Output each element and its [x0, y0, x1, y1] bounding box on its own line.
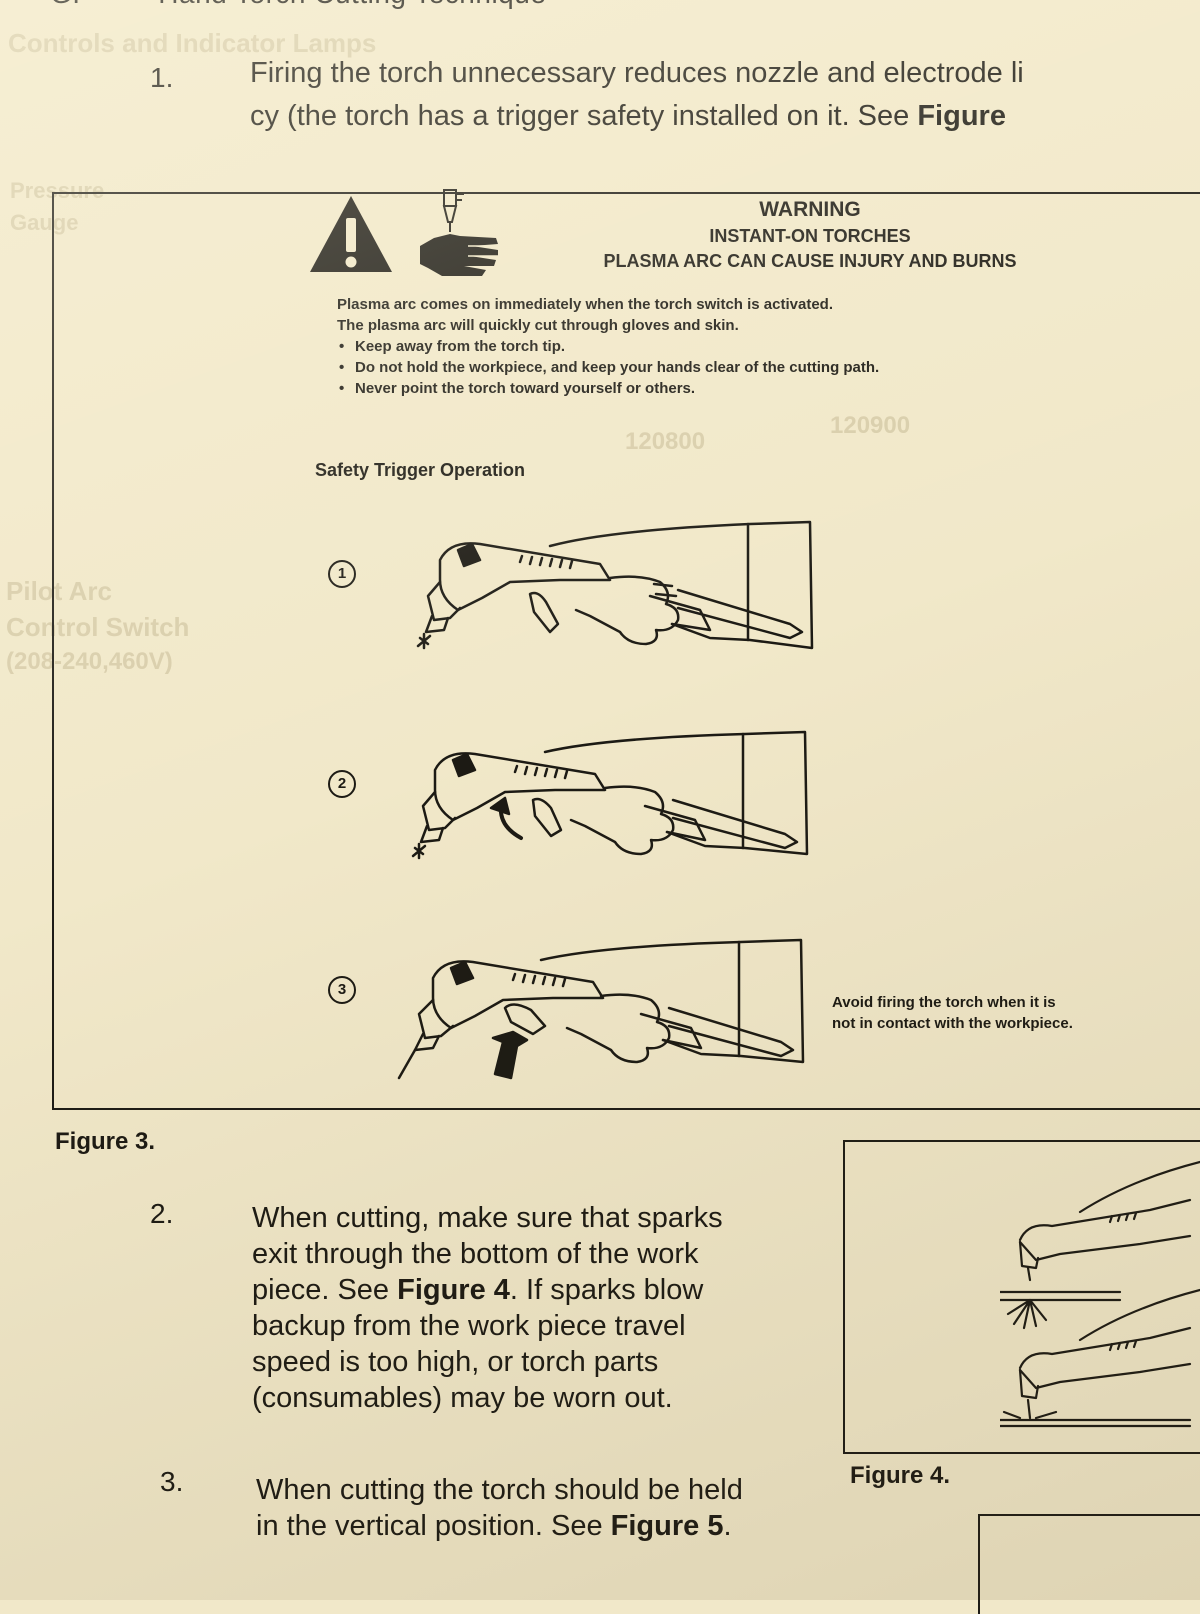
safety-trigger-heading: Safety Trigger Operation: [315, 460, 526, 480]
warning-bullet: Do not hold the workpiece, and keep your…: [337, 357, 879, 378]
warning-title: WARNING: [759, 198, 861, 221]
warning-paragraph-2: The plasma arc will quickly cut through …: [337, 317, 739, 334]
warning-bullet-list: Keep away from the torch tip. Do not hol…: [337, 336, 879, 399]
trigger-note-line-2: not in contact with the workpiece.: [832, 1015, 1073, 1032]
step-3-line-1: When cutting the torch should be held: [256, 1474, 743, 1506]
ghost-text-8: 120800: [625, 428, 706, 455]
step-3-line-2-prefix: in the vertical position. See: [256, 1510, 611, 1542]
step-1-line-2-text: cy (the torch has a trigger safety insta…: [250, 100, 918, 132]
step-1-line-2: cy (the torch has a trigger safety insta…: [250, 98, 1006, 134]
figure-3-caption: Figure 3.: [55, 1128, 156, 1155]
ghost-text-7: 120900: [830, 412, 911, 439]
step-3-figure-ref: Figure 5: [610, 1510, 724, 1542]
step-3-text: When cutting the torch should be held in…: [256, 1472, 743, 1544]
trigger-step-1-label: 1: [328, 560, 356, 588]
step-1-number: 1.: [150, 62, 174, 93]
figure-3-box: [52, 192, 1200, 1110]
step-2-line: (consumables) may be worn out.: [252, 1382, 673, 1414]
step-2-line: speed is too high, or torch parts: [252, 1346, 659, 1378]
step-2-figure-ref: Figure 4: [397, 1274, 510, 1306]
warning-subtitle-2: PLASMA ARC CAN CAUSE INJURY AND BURNS: [603, 251, 1017, 271]
step-2-text: When cutting, make sure that sparks exit…: [252, 1200, 723, 1416]
figure-5-box: [978, 1514, 1200, 1614]
hand-torch-hazard-icon: [420, 189, 498, 276]
step-3-line-2-suffix: .: [723, 1510, 732, 1542]
warning-bullet: Keep away from the torch tip.: [337, 336, 879, 357]
torch-illustration-step-2: [411, 730, 809, 860]
trigger-note: Avoid firing the torch when it is not in…: [832, 992, 1073, 1034]
step-3-number: 3.: [160, 1466, 184, 1497]
figure-4-illustration: [1000, 1160, 1200, 1428]
step-2-line-3-prefix: piece. See: [252, 1274, 398, 1306]
step-2-line-3-suffix: . If sparks blow: [509, 1274, 704, 1306]
warning-paragraph-1: Plasma arc comes on immediately when the…: [337, 296, 834, 313]
ghost-text-6: (208-240,460V): [6, 648, 173, 675]
step-2-line: piece. See Figure 4. If sparks blow: [252, 1272, 723, 1308]
figure-4-box: [843, 1140, 1200, 1454]
trigger-note-line-1: Avoid firing the torch when it is: [832, 994, 1056, 1011]
step-3-line-2: in the vertical position. See Figure 5.: [256, 1508, 743, 1544]
section-heading: G. Hand Torch Cutting Technique: [50, 0, 546, 10]
step-2-line: backup from the work piece travel: [252, 1310, 686, 1342]
trigger-step-3-label: 3: [328, 976, 356, 1004]
figure-4-caption: Figure 4.: [850, 1462, 951, 1489]
ghost-text-4: Pilot Arc: [6, 576, 112, 606]
ghost-text-3: Gauge: [10, 210, 79, 235]
section-letter: G.: [50, 0, 150, 10]
trigger-step-2-label: 2: [328, 770, 356, 798]
ghost-text-1: Controls and Indicator Lamps: [8, 28, 377, 58]
step-2-line: When cutting, make sure that sparks: [252, 1202, 723, 1234]
step-2-line: exit through the bottom of the work: [252, 1238, 699, 1270]
torch-illustration-step-3: [397, 938, 805, 1080]
ghost-text-5: Control Switch: [6, 612, 190, 642]
warning-subtitle-1: INSTANT-ON TORCHES: [709, 226, 911, 246]
warning-bullet: Never point the torch toward yourself or…: [337, 378, 879, 399]
step-2-number: 2.: [150, 1198, 174, 1229]
step-1-figure-ref: Figure: [917, 100, 1006, 132]
warning-triangle-icon: [310, 196, 392, 272]
ghost-text-2: Pressure: [10, 178, 105, 203]
section-title: Hand Torch Cutting Technique: [158, 0, 546, 9]
torch-illustration-step-1: [416, 520, 814, 650]
warning-body: Plasma arc comes on immediately when the…: [337, 294, 879, 399]
step-1-line-1: Firing the torch unnecessary reduces noz…: [250, 57, 1024, 89]
